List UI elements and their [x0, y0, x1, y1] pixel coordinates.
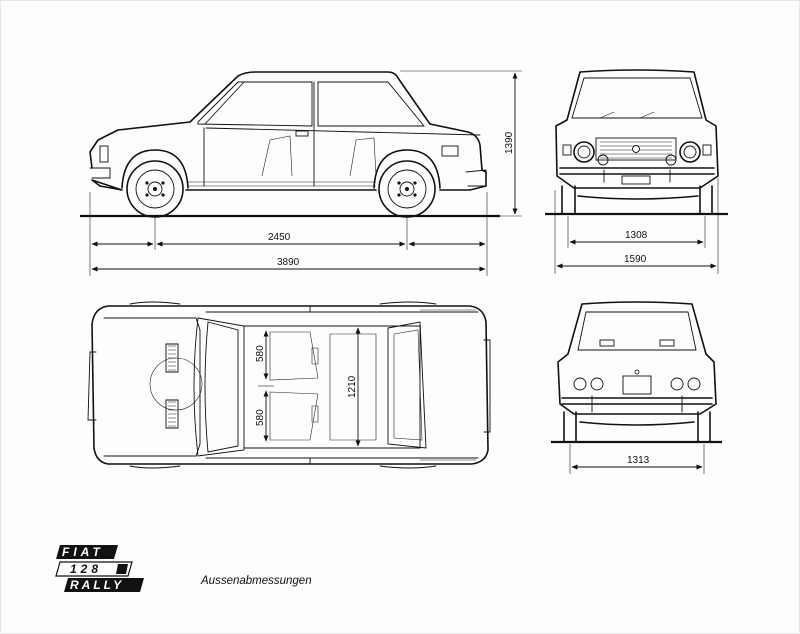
wheelbase-label: 2450: [268, 232, 291, 243]
roof-outline: [243, 325, 421, 449]
height-label: 1390: [504, 131, 515, 154]
rear-badge-icon: [634, 369, 640, 375]
side-body-outline: [89, 71, 487, 191]
rear-light: [441, 145, 459, 157]
headlight-right: [679, 141, 701, 163]
front-body-outline: [555, 69, 719, 189]
rear-bumper-side: [465, 169, 487, 187]
bonnet-vents: [165, 343, 179, 429]
top-view: 580 580 1210: [87, 301, 491, 469]
top-front-bumper: [87, 351, 97, 421]
tail-light-3: [670, 377, 684, 391]
front-track-label: 1308: [625, 230, 648, 241]
rear-bumper: [561, 397, 713, 405]
top-rear-seat: [329, 333, 377, 441]
fog-light-left: [597, 154, 609, 166]
bumper-overriders: [603, 169, 671, 183]
front-bumper: [559, 167, 715, 175]
width-label: 1590: [624, 254, 647, 265]
svg-text:RALLY: RALLY: [70, 578, 124, 592]
front-grille: [595, 137, 677, 161]
top-front-seats: [269, 331, 319, 441]
bonnet-outline: [103, 317, 201, 457]
seat-rear-label: 580: [255, 409, 266, 426]
rear-plate: [622, 375, 652, 395]
rear-tires: [563, 411, 711, 443]
steering-ghost: [149, 357, 203, 411]
rear-wheel: [378, 160, 436, 218]
side-view: 1390 2450 3890: [80, 70, 522, 276]
rear-wheel-arch: [373, 149, 441, 189]
rear-body-outline: [557, 301, 717, 415]
indicator-right: [702, 144, 712, 156]
fiat-badge-icon: [632, 145, 640, 153]
seat-front-label: 580: [255, 345, 266, 362]
front-bumper-side: [89, 167, 111, 179]
fog-light-right: [665, 154, 677, 166]
front-tires: [561, 185, 713, 215]
top-windshield: [193, 317, 245, 457]
rear-window-top: [387, 321, 427, 449]
rear-window: [577, 311, 697, 351]
tail-light-2: [590, 377, 604, 391]
svg-text:FIAT: FIAT: [62, 545, 104, 559]
svg-text:128: 128: [70, 562, 102, 576]
length-label: 3890: [277, 257, 300, 268]
rear-mirror-ghost: [599, 339, 615, 347]
rear-view: 1313: [551, 301, 722, 474]
tail-light-4: [687, 377, 701, 391]
side-window-front: [197, 81, 313, 127]
front-wheel-arch: [121, 149, 189, 189]
door-lines: [203, 81, 481, 187]
front-view: 1308 1590: [545, 69, 728, 274]
side-sill: [188, 181, 376, 187]
seat-ghost: [261, 135, 377, 177]
front-plate: [621, 175, 651, 185]
interior-label: 1210: [347, 375, 358, 398]
rear-track-label: 1313: [627, 455, 650, 466]
windshield: [571, 77, 703, 119]
side-window-rear: [317, 81, 425, 127]
headlight-left: [573, 141, 595, 163]
fiat-128-rally-logo: FIAT 128 RALLY: [55, 545, 144, 592]
tail-light-1: [573, 377, 587, 391]
top-wheel-bulges: [129, 301, 437, 469]
caption: Aussenabmessungen: [201, 575, 312, 587]
indicator-left: [562, 144, 572, 156]
top-sills: [205, 311, 479, 459]
front-wheel: [126, 160, 184, 218]
door-handle: [295, 130, 309, 137]
wipers: [599, 111, 655, 119]
top-rear-bumper: [483, 339, 491, 433]
top-body-outline: [91, 305, 489, 465]
headlight-side: [99, 145, 109, 163]
